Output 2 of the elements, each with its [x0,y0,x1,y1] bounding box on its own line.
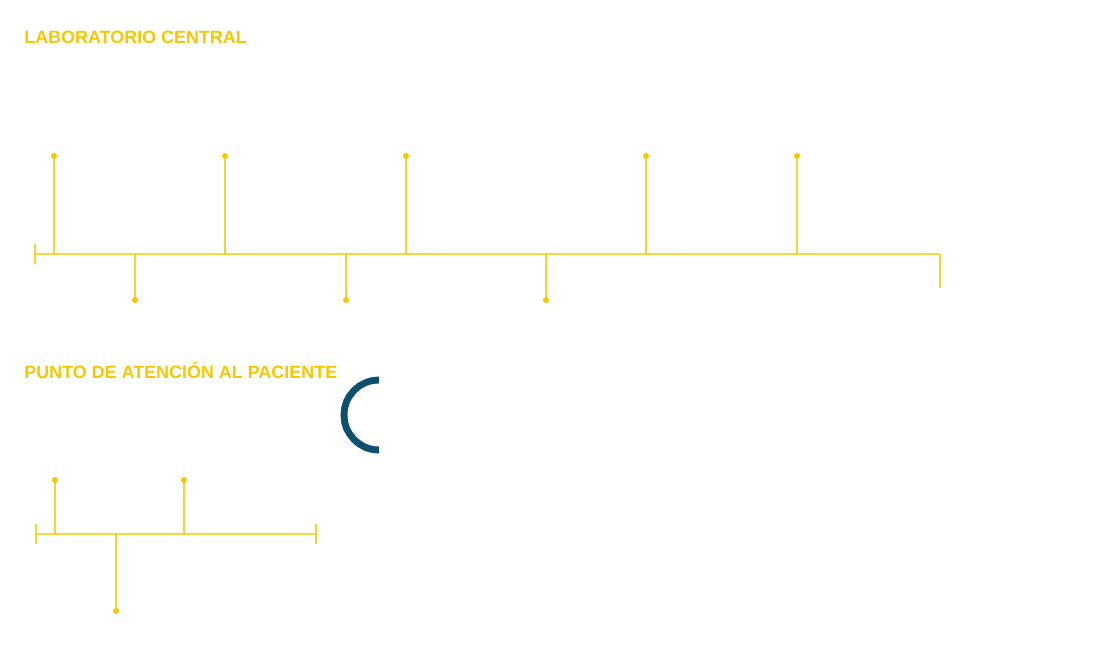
section-heading: PUNTO DE ATENCIÓN AL PACIENTE [25,362,337,379]
section-heading: LABORATORIO CENTRAL [25,30,247,44]
